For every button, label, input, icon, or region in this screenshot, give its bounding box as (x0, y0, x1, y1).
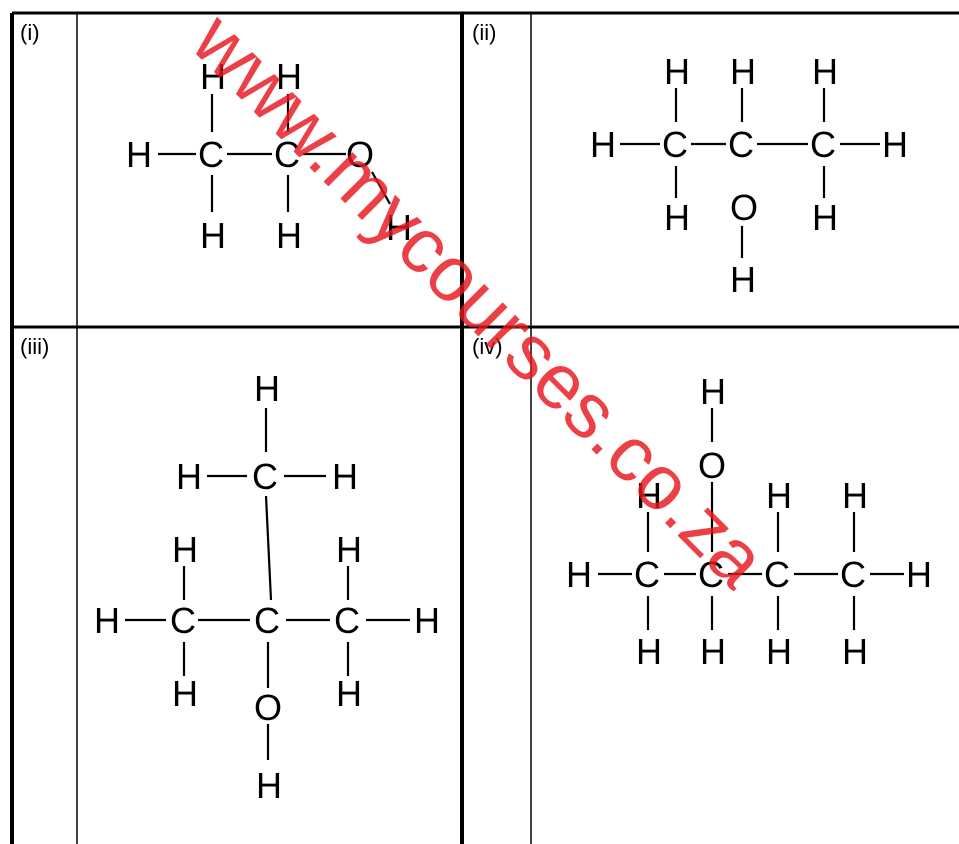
atom-h: H (276, 56, 302, 97)
atom-h: H (414, 600, 440, 641)
atom-h: H (276, 215, 302, 256)
atom-h: H (766, 631, 792, 672)
atom-h: H (842, 631, 868, 672)
atom-o: O (730, 187, 758, 228)
atom-c: C (662, 124, 688, 165)
atom-h: H (386, 207, 412, 248)
atom-h: H (700, 631, 726, 672)
atom-h: H (664, 197, 690, 238)
atom-h: H (336, 529, 362, 570)
atom-c: C (810, 124, 836, 165)
atom-h: H (636, 631, 662, 672)
atom-h: H (730, 259, 756, 300)
atom-h: H (200, 56, 226, 97)
atom-h: H (254, 368, 280, 409)
atom-h: H (730, 51, 756, 92)
atom-c: C (840, 554, 866, 595)
atom-o: O (254, 687, 282, 728)
cell-label-i: (i) (20, 20, 40, 45)
atom-h: H (700, 371, 726, 412)
atom-c: C (334, 600, 360, 641)
atom-h: H (566, 554, 592, 595)
atom-c: C (254, 600, 280, 641)
atom-h: H (332, 456, 358, 497)
atom-h: H (812, 51, 838, 92)
cell-label-ii: (ii) (472, 20, 497, 45)
atom-h: H (842, 475, 868, 516)
cell-label-iii: (iii) (20, 334, 50, 359)
cell-label-iv: (iv) (472, 334, 503, 359)
atom-h: H (812, 197, 838, 238)
atom-h: H (176, 456, 202, 497)
atom-o: O (346, 134, 374, 175)
atom-c: C (252, 456, 278, 497)
atom-h: H (126, 134, 152, 175)
atom-h: H (882, 124, 908, 165)
atom-c: C (170, 600, 196, 641)
atom-h: H (172, 529, 198, 570)
atom-h: H (636, 475, 662, 516)
atom-o: O (698, 445, 726, 486)
atom-c: C (274, 134, 300, 175)
atom-h: H (336, 673, 362, 714)
atom-c: C (198, 134, 224, 175)
atom-h: H (94, 600, 120, 641)
atom-h: H (200, 215, 226, 256)
atom-c: C (764, 554, 790, 595)
atom-c: C (634, 554, 660, 595)
atom-h: H (766, 475, 792, 516)
atom-h: H (172, 673, 198, 714)
atom-c: C (728, 124, 754, 165)
atom-h: H (590, 124, 616, 165)
atom-h: H (256, 765, 282, 806)
atom-h: H (664, 51, 690, 92)
atom-c: C (698, 554, 724, 595)
atom-h: H (906, 554, 932, 595)
